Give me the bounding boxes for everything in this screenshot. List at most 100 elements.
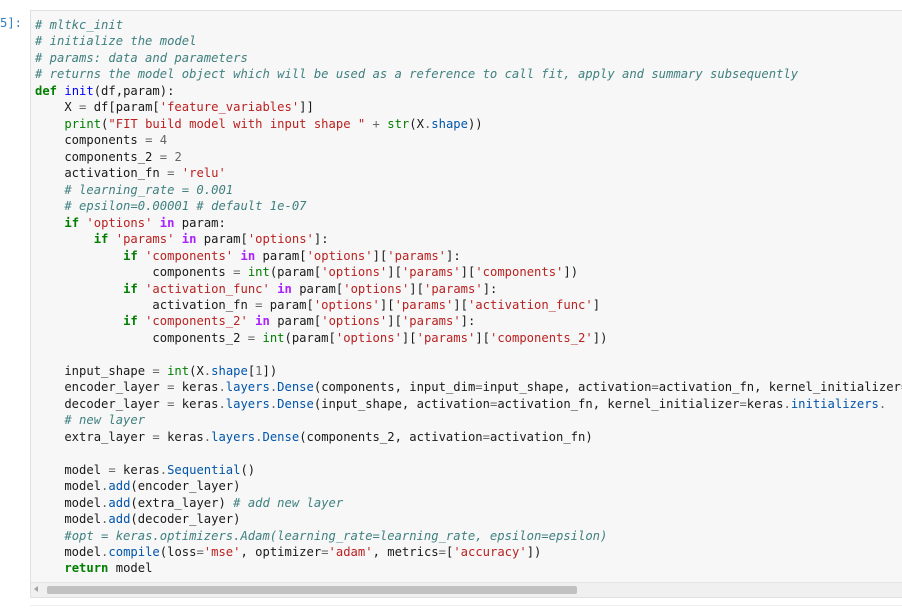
code-token: (X (409, 116, 424, 131)
code-cell[interactable]: # mltkc_init# initialize the model# para… (30, 10, 902, 598)
code-token: 'params' (423, 281, 483, 296)
code-token: 2 (174, 149, 182, 164)
code-token: = (247, 330, 256, 345)
code-line: model.add(extra_layer) # add new layer (35, 495, 902, 511)
code-token: activation_fn, kernel_initializer (658, 380, 901, 395)
code-token (174, 232, 181, 246)
code-token: 'options' (313, 297, 380, 312)
code-token: (extra_layer) (130, 495, 234, 510)
code-token (35, 413, 64, 427)
code-token: = (233, 265, 241, 280)
code-token (138, 282, 145, 296)
code-token: in (159, 215, 175, 230)
code-token (365, 117, 372, 131)
code-token: ][ (387, 265, 402, 280)
code-token: 'params' (394, 297, 454, 312)
code-line: activation_fn = 'relu' (35, 165, 902, 181)
code-token: print (64, 116, 102, 131)
code-token: ]) (526, 545, 542, 559)
code-token: ][ (475, 330, 490, 345)
code-token: = (196, 545, 204, 559)
code-token (108, 232, 115, 246)
code-line: decoder_layer = keras.layers.Dense(input… (35, 396, 902, 412)
code-token: (input_shape, activation (313, 396, 490, 411)
code-token: # new layer (64, 413, 146, 428)
code-token: activation_fn (35, 297, 256, 312)
code-token (35, 314, 123, 328)
code-token: keras (174, 396, 219, 411)
code-token: input_shape (35, 363, 153, 378)
code-token: param[ (262, 297, 314, 312)
code-token: components (35, 133, 146, 148)
code-token: ]) (592, 330, 608, 345)
code-token: ]: (460, 314, 476, 329)
code-token: , optimizer (240, 545, 322, 559)
code-token: . (203, 363, 212, 378)
code-line: components_2 = int(param['options']['par… (35, 330, 902, 346)
code-line: encoder_layer = keras.layers.Dense(compo… (35, 379, 902, 395)
code-token: param[ (291, 281, 344, 296)
code-token: 1 (255, 363, 263, 378)
code-token: layers (225, 380, 270, 395)
code-token: , metrics (372, 545, 439, 559)
code-token: = (159, 149, 168, 164)
code-token (240, 265, 247, 279)
code-token: = (321, 545, 329, 559)
code-token: 'options' (343, 281, 410, 296)
code-token: in (240, 248, 256, 263)
code-line (35, 346, 902, 362)
code-line: # new layer (35, 412, 902, 428)
code-token: Dense (262, 429, 300, 444)
code-token: ( (101, 116, 109, 131)
code-token: 'params' (401, 265, 461, 280)
code-token: 'components_2' (490, 330, 593, 345)
code-token: . (101, 479, 109, 494)
code-token: # add new layer (233, 495, 344, 510)
code-token: ][ (409, 281, 424, 296)
code-token: = (489, 396, 498, 411)
scroll-left-arrow-icon[interactable] (34, 586, 38, 592)
code-token: ] (592, 297, 601, 312)
code-line: components_2 = 2 (35, 149, 902, 165)
code-token: Dense (277, 396, 314, 411)
code-token (35, 117, 64, 131)
code-line: if 'components_2' in param['options']['p… (35, 313, 902, 329)
code-token: ][ (460, 265, 476, 280)
code-line: def init(df,param): (35, 83, 902, 99)
code-token: return (64, 561, 109, 576)
code-token: int (262, 330, 285, 345)
code-token: ][ (372, 248, 388, 263)
code-token: . (101, 512, 109, 527)
code-token: = (255, 297, 263, 312)
code-token: . (423, 116, 432, 131)
code-token: = (167, 166, 175, 181)
scrollbar-thumb[interactable] (47, 586, 577, 594)
code-token: ][ (379, 297, 395, 312)
code-token: = (79, 100, 87, 115)
code-token: (param[ (269, 265, 322, 280)
code-token: (decoder_layer) (130, 512, 241, 527)
code-line: extra_layer = keras.layers.Dense(compone… (35, 429, 902, 445)
code-token: components_2 (35, 330, 248, 345)
code-line: components = int(param['options']['param… (35, 264, 902, 280)
code-token: # learning_rate = 0.001 (64, 182, 234, 197)
code-token: 'options' (321, 265, 388, 280)
code-token: initializers (790, 396, 879, 411)
code-token: ]: (313, 232, 329, 247)
code-line: # learning_rate = 0.001 (35, 182, 902, 198)
code-token (35, 249, 123, 263)
code-token: 'relu' (181, 166, 226, 181)
cell-prompt: 5]: (0, 16, 23, 30)
code-token: int (247, 265, 270, 280)
code-token: keras (115, 462, 160, 477)
horizontal-scrollbar[interactable] (31, 582, 902, 597)
code-line: model.add(encoder_layer) (35, 478, 902, 494)
code-token: param[ (196, 232, 248, 247)
code-token: in (255, 314, 270, 329)
code-editor[interactable]: # mltkc_init# initialize the model# para… (35, 17, 902, 577)
code-token (233, 249, 240, 263)
code-token: ][ (387, 314, 402, 329)
code-token: 'options' (306, 248, 373, 263)
code-token (138, 314, 145, 328)
code-token: if (93, 232, 109, 247)
